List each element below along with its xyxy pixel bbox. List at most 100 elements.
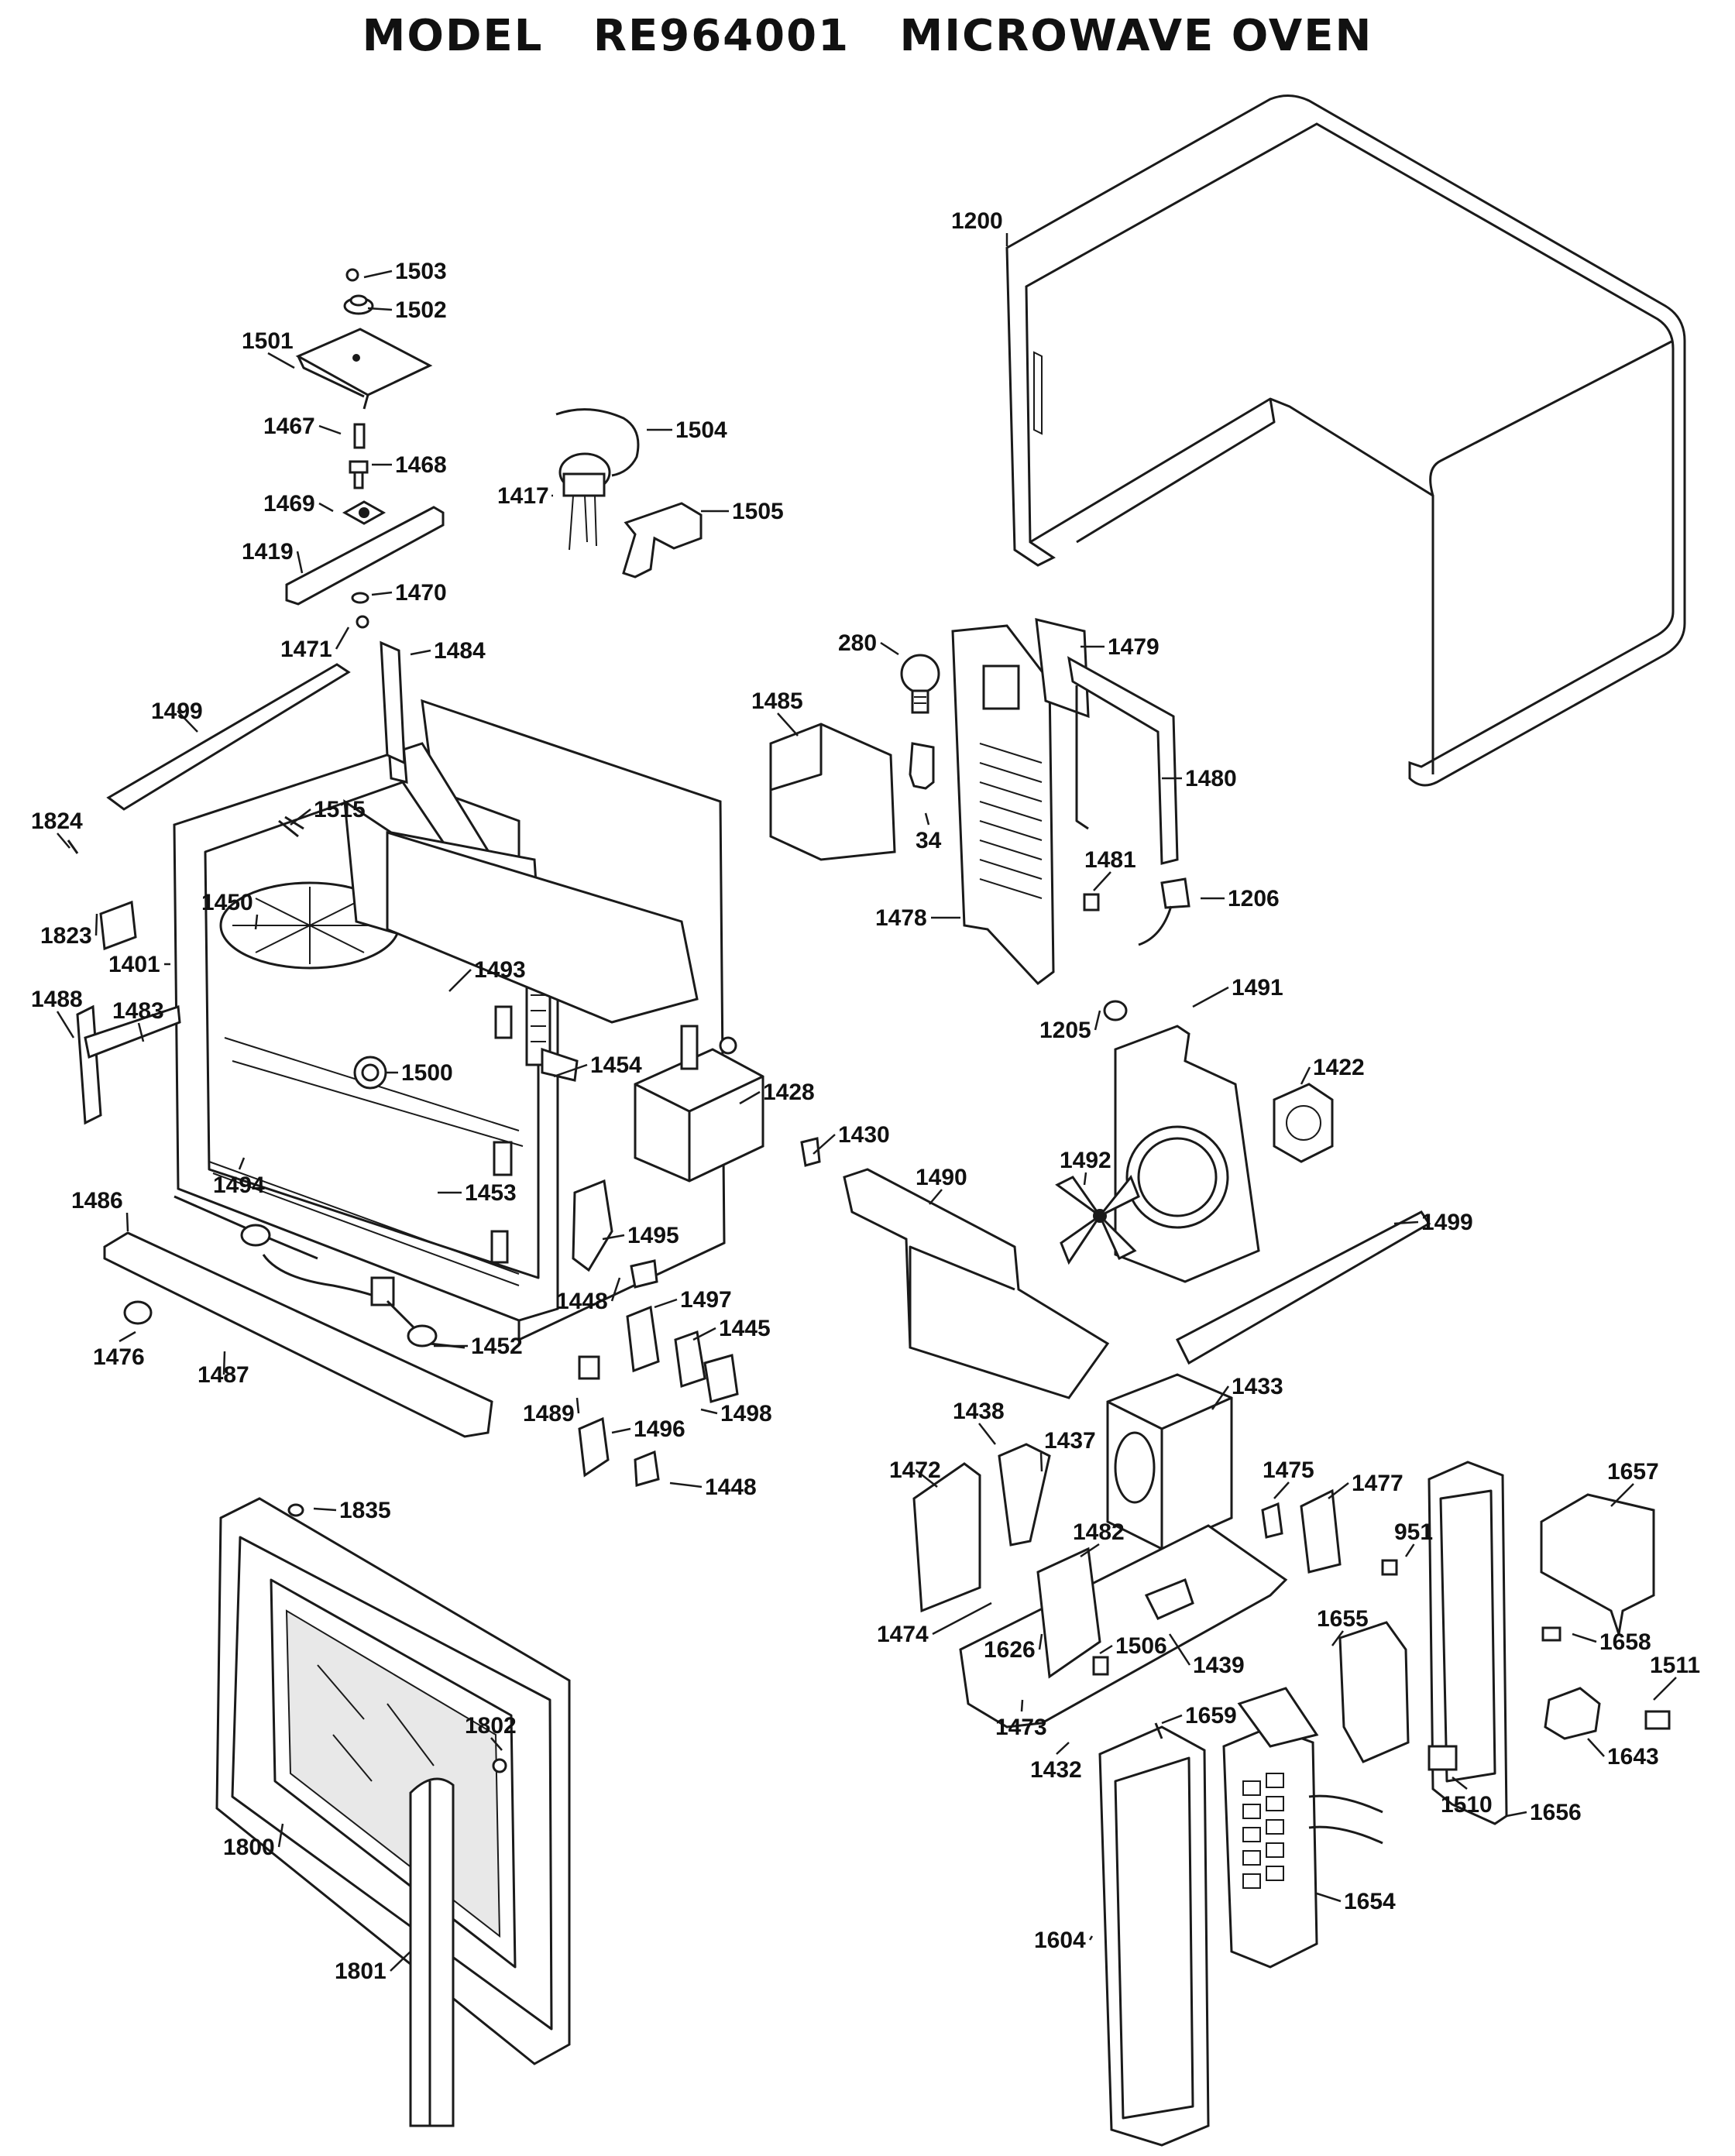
part-label-1657: 1657: [1607, 1459, 1659, 1485]
part-label-1800: 1800: [223, 1835, 275, 1860]
part-label-1477: 1477: [1352, 1471, 1403, 1496]
part-label-1658: 1658: [1599, 1629, 1651, 1655]
part-label-1643: 1643: [1607, 1744, 1659, 1770]
leader-line-1433: [1211, 1385, 1230, 1410]
interlock-switches: [572, 1179, 739, 1487]
leader-line-1469: [318, 502, 334, 513]
leader-line-1476: [119, 1330, 136, 1343]
part-label-1485: 1485: [751, 688, 803, 714]
part-label-1503: 1503: [395, 259, 447, 284]
part-labels: 1200150315021501146714681469141914701471…: [31, 208, 1700, 1984]
leader-line-1428: [739, 1090, 761, 1105]
outer-cabinet-wrapper: [1005, 94, 1686, 787]
part-label-1469: 1469: [263, 491, 315, 517]
part-label-1496: 1496: [634, 1416, 685, 1442]
part-label-1482: 1482: [1073, 1519, 1125, 1545]
cavity-brackets: [67, 640, 406, 1125]
part-label-1501: 1501: [242, 328, 294, 354]
leader-line-1450: [254, 914, 259, 930]
leader-line-1481: [1093, 871, 1111, 891]
lamp-and-air-duct-group: [769, 618, 1190, 1021]
part-label-1476: 1476: [93, 1344, 145, 1370]
leader-line-1448b: [669, 1481, 703, 1488]
leader-line-1485: [777, 712, 799, 736]
leader-line-1205: [1094, 1010, 1101, 1031]
leader-line-1438: [978, 1423, 996, 1445]
part-label-1428: 1428: [763, 1080, 815, 1105]
stirrer-drive-assembly: [285, 268, 445, 629]
leader-line-1445: [692, 1327, 716, 1341]
part-label-1801: 1801: [335, 1959, 387, 1984]
part-label-1824: 1824: [31, 808, 83, 834]
leader-line-34: [924, 812, 930, 826]
leader-line-1475: [1273, 1481, 1290, 1499]
leader-line-1654: [1316, 1892, 1342, 1903]
part-label-1467: 1467: [263, 414, 315, 439]
part-label-1492: 1492: [1060, 1148, 1111, 1173]
leader-line-1448: [610, 1277, 621, 1302]
leader-line-1432: [1056, 1742, 1070, 1755]
part-label-1655: 1655: [1317, 1606, 1369, 1632]
part-label-1439: 1439: [1193, 1653, 1245, 1678]
leader-line-1437: [1039, 1452, 1043, 1472]
part-label-1500: 1500: [401, 1060, 453, 1086]
part-label-280: 280: [838, 630, 877, 656]
leader-line-1454: [553, 1063, 588, 1078]
leader-line-1474: [932, 1602, 992, 1636]
leader-line-1499b: [1393, 1220, 1419, 1225]
leader-line-1502: [367, 307, 393, 311]
oven-cavity: [173, 699, 726, 1342]
base-strips-and-wiring: [103, 1161, 520, 1438]
leader-line-1835: [313, 1507, 337, 1512]
part-label-1483: 1483: [112, 998, 164, 1024]
part-label-951: 951: [1394, 1519, 1433, 1545]
part-label-1206: 1206: [1228, 886, 1280, 911]
part-label-1433: 1433: [1232, 1374, 1283, 1399]
part-label-1494: 1494: [213, 1172, 265, 1198]
part-label-1401: 1401: [108, 952, 160, 977]
leader-line-1422: [1300, 1066, 1311, 1085]
leader-line-1604: [1088, 1935, 1094, 1941]
part-label-1422: 1422: [1313, 1055, 1365, 1080]
part-label-1823: 1823: [40, 923, 92, 949]
leader-line-1498: [700, 1408, 718, 1415]
page-title: MODEL RE964001 MICROWAVE OVEN: [362, 11, 1373, 61]
part-label-1490: 1490: [916, 1165, 967, 1190]
leader-line-1488: [56, 1011, 75, 1039]
part-label-1430: 1430: [838, 1122, 890, 1148]
part-label-1487: 1487: [198, 1362, 249, 1388]
leader-line-1658: [1572, 1632, 1597, 1643]
part-label-1493: 1493: [474, 957, 526, 983]
leader-line-1419: [296, 551, 304, 574]
part-label-1504: 1504: [675, 417, 727, 443]
leader-line-1499: [177, 710, 198, 733]
part-label-1473: 1473: [995, 1715, 1047, 1740]
part-label-1481: 1481: [1084, 847, 1136, 873]
leader-line-1510: [1452, 1777, 1468, 1790]
leader-line-1492: [1083, 1172, 1087, 1186]
part-label-1471: 1471: [280, 637, 332, 662]
leader-line-1470: [371, 591, 393, 596]
part-label-1475: 1475: [1263, 1457, 1314, 1483]
leader-line-1430: [813, 1134, 836, 1155]
leader-line-1486: [125, 1212, 129, 1232]
leader-line-1439: [1168, 1633, 1191, 1666]
part-label-1491: 1491: [1232, 975, 1283, 1001]
leader-line-1800: [277, 1823, 284, 1848]
leader-line-1484: [410, 649, 431, 656]
part-label-1499b: 1499: [1421, 1210, 1473, 1235]
part-label-1453: 1453: [465, 1180, 517, 1206]
part-label-1506: 1506: [1115, 1633, 1167, 1659]
part-label-1835: 1835: [339, 1498, 391, 1523]
part-label-1454: 1454: [590, 1052, 642, 1078]
part-label-1498: 1498: [720, 1401, 772, 1426]
leader-line-1472: [915, 1469, 938, 1488]
leader-line-1802: [490, 1737, 503, 1751]
leader-line-1494: [238, 1157, 246, 1170]
magnetron-assembly: [541, 1025, 821, 1183]
leader-line-1496: [611, 1427, 631, 1434]
leader-line-1501: [267, 352, 295, 369]
leader-line-1489: [575, 1397, 580, 1414]
leader-line-1643: [1587, 1738, 1605, 1757]
